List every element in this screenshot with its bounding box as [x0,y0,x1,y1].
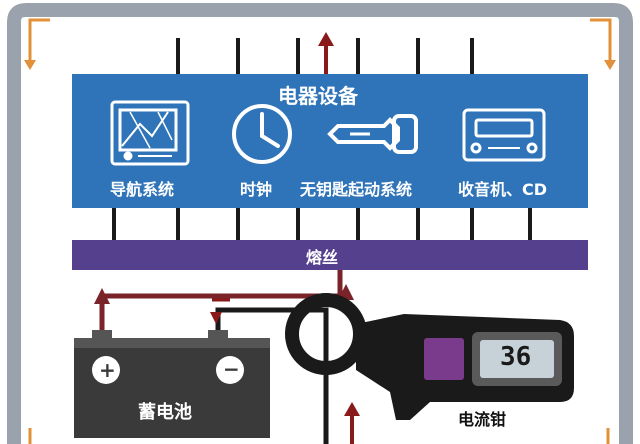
battery-positive-symbol: + [99,358,116,382]
device-label-clock: 时钟 [240,180,273,199]
positive-wire-arrow-left [94,288,110,304]
fuse-bar [72,240,588,270]
battery-positive-terminal [92,356,120,384]
battery-negative-symbol: − [223,357,240,381]
positive-wire [99,270,343,342]
negative-wire [215,307,329,444]
fuse-label: 熔丝 [306,248,339,267]
outer-frame [7,3,633,444]
clamp-meter-reading: 36 [500,342,532,372]
corner-arrow-right-head [604,60,616,70]
battery-negative-terminal [216,356,244,384]
positive-wire-arrow-right [338,284,354,300]
corner-arrow-right [590,18,612,60]
device-label-keyless-start: 无钥匙起动系统 [300,180,413,199]
clamp-meter-bottom-arrow-head [344,402,360,416]
key-icon [327,114,418,154]
battery-post-negative [208,330,228,340]
clamp-meter-display [480,340,554,378]
top-wires [176,38,474,74]
battery-top [74,338,270,348]
device-box-title: 电器设备 [278,84,358,108]
battery-post-positive [92,330,112,340]
clock-icon [232,104,292,164]
device-label-navigation: 导航系统 [110,180,175,199]
navigation-screen-icon [110,100,190,166]
negative-wire-arrow-head [210,312,222,324]
car-radio-icon [462,108,546,162]
device-box [72,74,588,208]
device-label-radio-cd: 收音机、CD [458,180,548,199]
corner-arrow-left [28,18,50,62]
middle-wires [112,208,532,240]
clamp-meter-label: 电流钳 [458,410,507,429]
clamp-meter-selector [424,338,464,380]
top-wire-arrow-head [318,32,334,46]
battery-label: 蓄电池 [138,402,192,423]
corner-arrow-left-head [24,60,36,70]
